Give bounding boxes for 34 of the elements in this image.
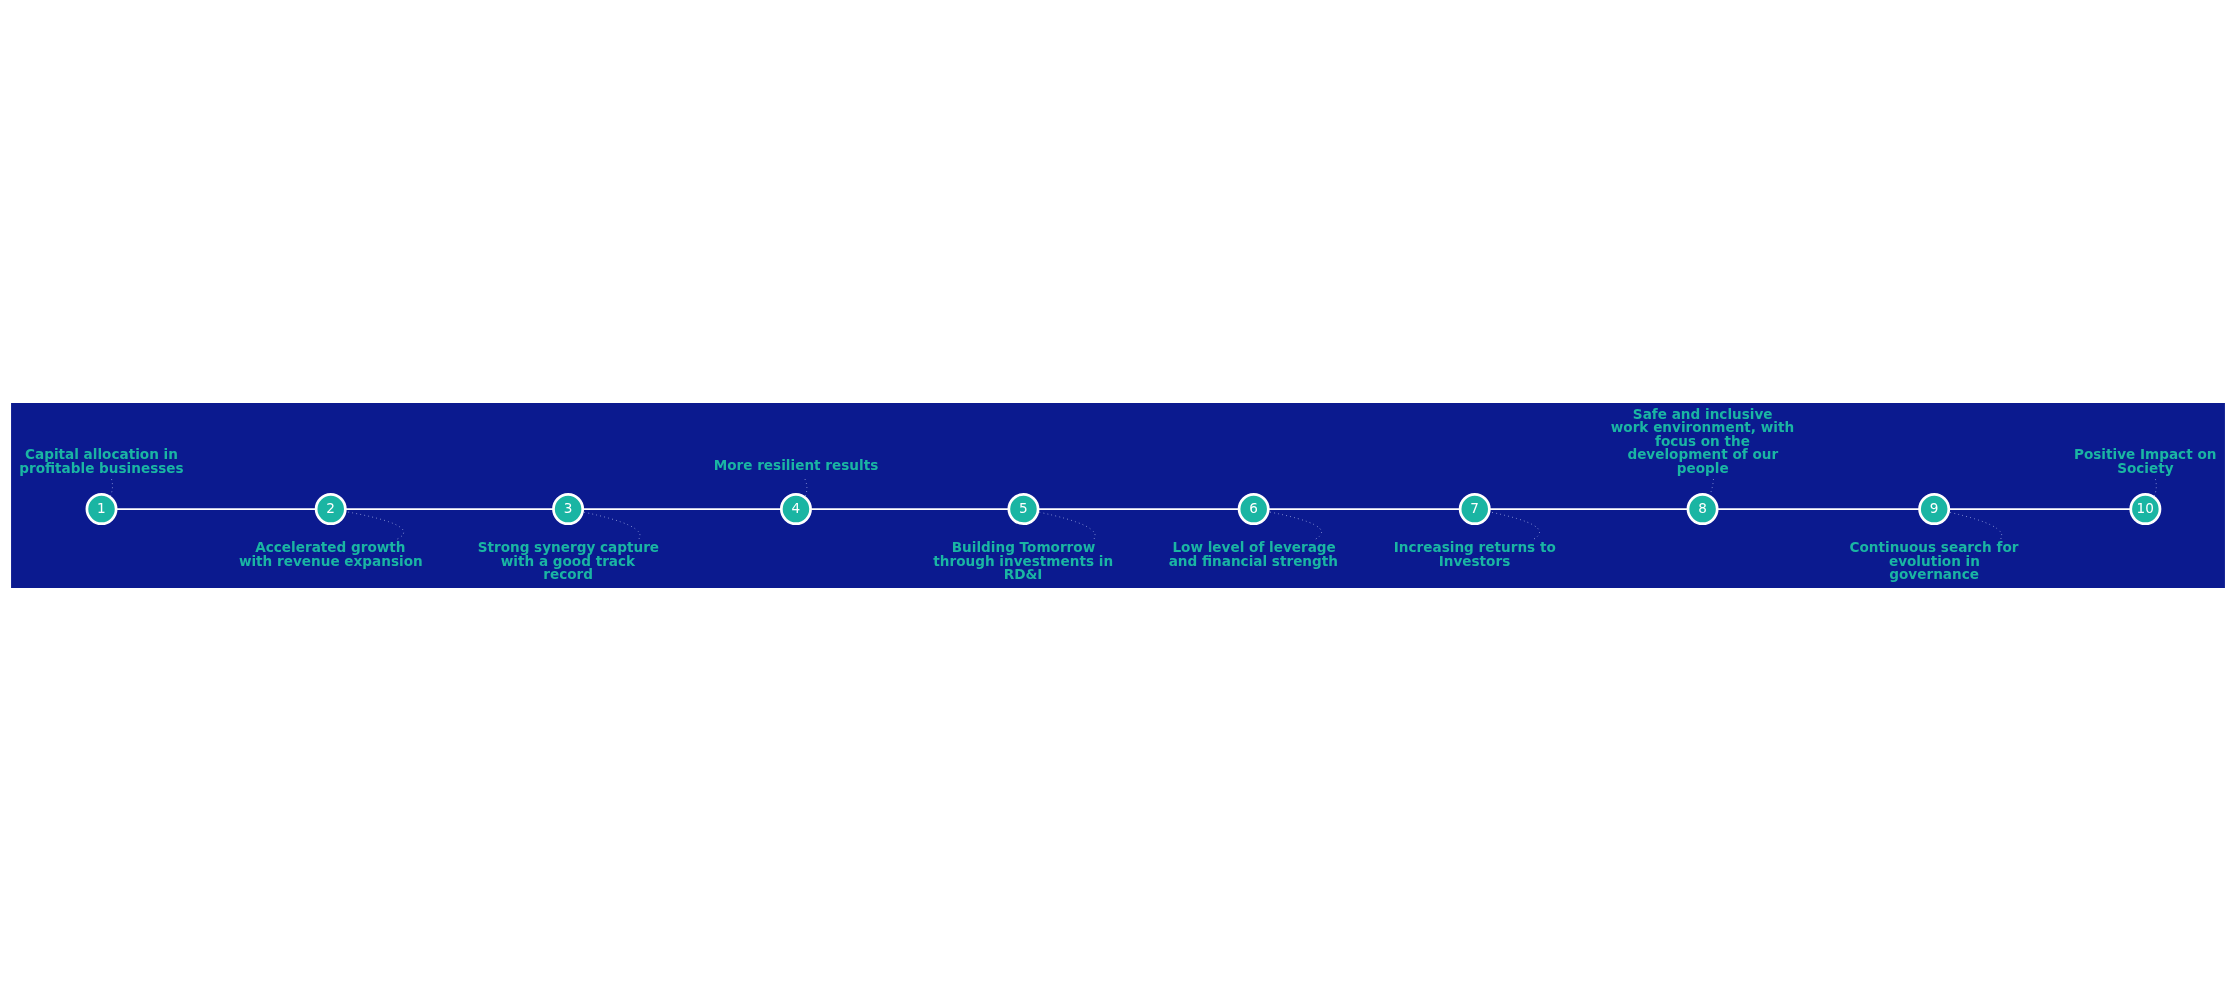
node-circle: 9 bbox=[1918, 493, 1951, 526]
connector bbox=[1488, 508, 1689, 510]
connector bbox=[1267, 511, 1322, 540]
node-text: Building Tomorrow through investments in RD&I bbox=[933, 538, 1114, 583]
connector bbox=[582, 511, 641, 540]
node-circle: 7 bbox=[1458, 493, 1491, 526]
connector bbox=[581, 508, 782, 510]
connector bbox=[1267, 508, 1461, 510]
connector bbox=[804, 478, 808, 498]
node-circle: 8 bbox=[1686, 493, 1719, 526]
connector bbox=[1716, 508, 1921, 510]
connector bbox=[1948, 508, 2132, 510]
node-text: Capital allocation in profitable businesses bbox=[19, 446, 184, 477]
node-text: Positive Impact on Society bbox=[2073, 446, 2217, 477]
node-circle: 6 bbox=[1237, 493, 1270, 526]
node-circle: 5 bbox=[1007, 493, 1040, 526]
connector bbox=[1037, 511, 1096, 540]
node-text: Safe and inclusive work environment, with focus on the development of our people bbox=[1610, 405, 1795, 477]
connector bbox=[1037, 508, 1240, 510]
node-text: Accelerated growth with revenue expansion bbox=[238, 538, 423, 569]
node-text: Increasing returns to Investors bbox=[1393, 538, 1556, 569]
node-text: More resilient results bbox=[713, 456, 879, 473]
node-circle: 10 bbox=[2129, 493, 2162, 526]
connector bbox=[344, 508, 555, 510]
connector bbox=[809, 508, 1010, 510]
node-text: Low level of leverage and financial strength bbox=[1168, 538, 1338, 569]
node-circle: 1 bbox=[85, 493, 118, 526]
node-text: Strong synergy capture with a good track record bbox=[477, 538, 660, 583]
node-circle: 2 bbox=[314, 493, 347, 526]
connector bbox=[1948, 511, 2003, 540]
node-circle: 3 bbox=[552, 493, 585, 526]
node-circle: 4 bbox=[779, 493, 812, 526]
connector bbox=[115, 508, 317, 510]
node-text: Continuous search for evolution in governance bbox=[1849, 538, 2019, 583]
